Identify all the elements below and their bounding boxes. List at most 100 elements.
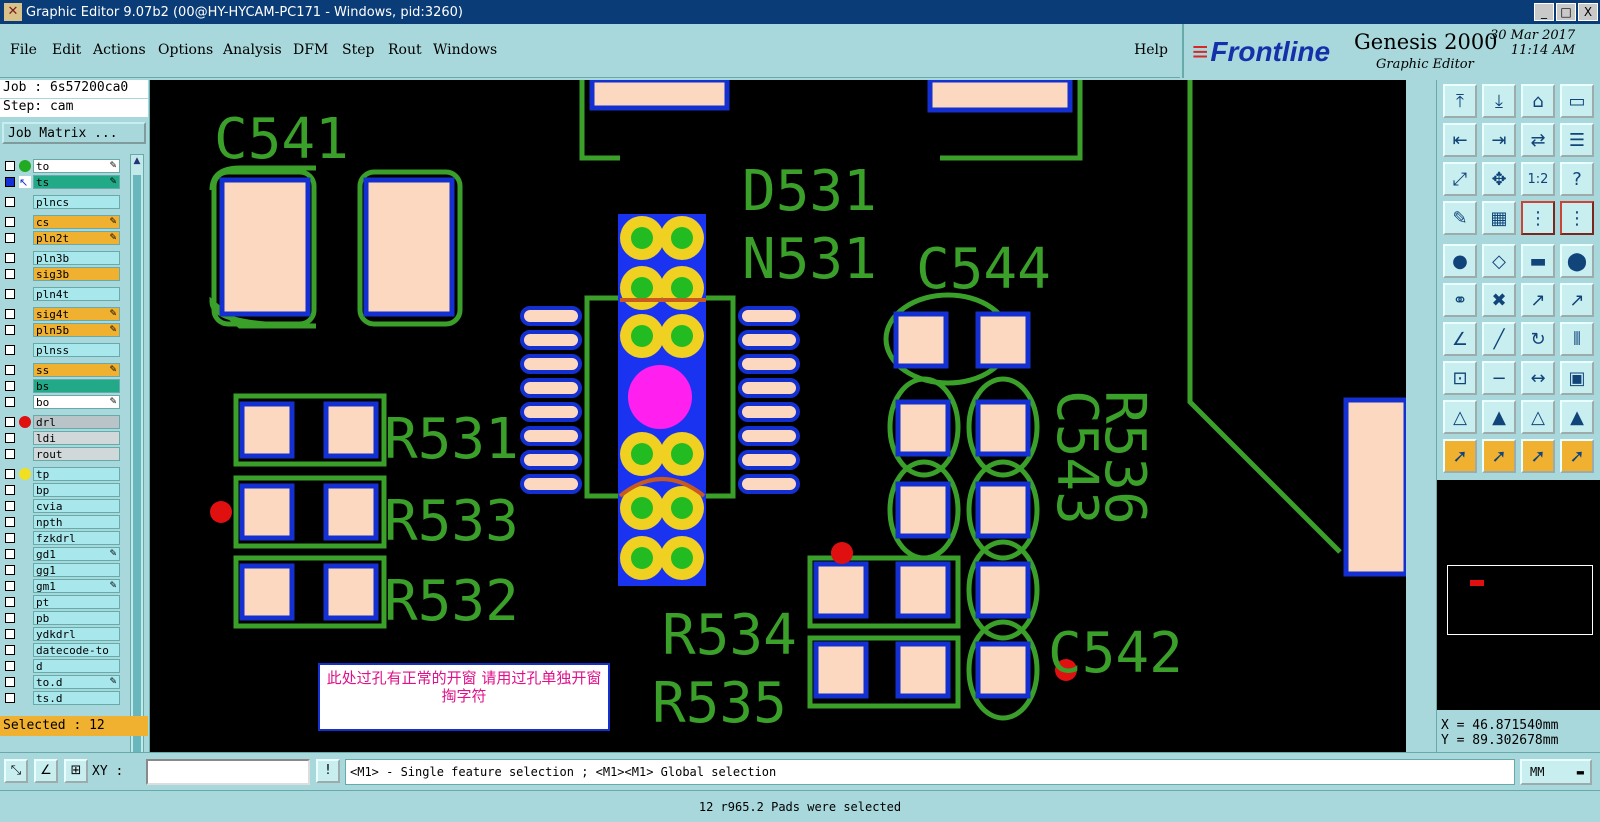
tool-line-icon[interactable]: ◇ xyxy=(1482,244,1516,278)
tool-cross-icon[interactable]: ✖ xyxy=(1482,283,1516,317)
tool-select-icon[interactable]: ➚ xyxy=(1443,439,1477,473)
layer-row[interactable]: d xyxy=(2,658,120,674)
tool-top-icon[interactable]: ⤒ xyxy=(1443,84,1477,118)
tool-grid-icon[interactable]: ▦ xyxy=(1482,201,1516,235)
tool-pan-icon[interactable]: ✥ xyxy=(1482,162,1516,196)
layer-row[interactable]: pt xyxy=(2,594,120,610)
tool-select2-icon[interactable]: ➚ xyxy=(1482,439,1516,473)
maximize-button[interactable]: □ xyxy=(1556,3,1576,21)
layer-row[interactable]: gg1 xyxy=(2,562,120,578)
tool-move-icon[interactable]: ↗ xyxy=(1521,283,1555,317)
menu-options[interactable]: Options xyxy=(158,42,214,58)
tool-span-icon[interactable]: ↔ xyxy=(1521,361,1555,395)
tool-tri1-icon[interactable]: △ xyxy=(1443,400,1477,434)
layer-row[interactable]: bp xyxy=(2,482,120,498)
menu-step[interactable]: Step xyxy=(342,42,375,58)
tool-angle-icon[interactable]: ∠ xyxy=(1443,322,1477,356)
layer-checkbox[interactable] xyxy=(5,289,15,299)
menu-edit[interactable]: Edit xyxy=(52,42,82,58)
tool-tri4-icon[interactable]: ▲ xyxy=(1560,400,1594,434)
layer-checkbox[interactable] xyxy=(5,365,15,375)
layer-checkbox[interactable] xyxy=(5,345,15,355)
layer-checkbox[interactable] xyxy=(5,233,15,243)
layer-row[interactable]: pln3b xyxy=(2,250,120,266)
tool-ruler-icon[interactable]: ▬ xyxy=(1521,244,1555,278)
layer-checkbox[interactable] xyxy=(5,417,15,427)
layer-row[interactable]: drl xyxy=(2,414,120,430)
tool-help-icon[interactable]: ? xyxy=(1560,162,1594,196)
menu-help[interactable]: Help xyxy=(1134,42,1168,58)
layer-scrollbar[interactable]: ▲ ▼ xyxy=(130,154,144,790)
layer-checkbox[interactable] xyxy=(5,613,15,623)
close-button[interactable]: X xyxy=(1578,3,1598,21)
tool-copy-icon[interactable]: ↗ xyxy=(1560,283,1594,317)
tool-rotate-icon[interactable]: ↻ xyxy=(1521,322,1555,356)
layer-row[interactable]: ss✎ xyxy=(2,362,120,378)
layer-row[interactable]: ldi xyxy=(2,430,120,446)
menu-actions[interactable]: Actions xyxy=(93,42,146,58)
layer-checkbox[interactable] xyxy=(5,433,15,443)
layer-row[interactable]: gm1✎ xyxy=(2,578,120,594)
menu-windows[interactable]: Windows xyxy=(433,42,498,58)
tool-connect-icon[interactable]: ⚭ xyxy=(1443,283,1477,317)
minimap[interactable] xyxy=(1447,565,1593,635)
tool-mirror-icon[interactable]: ⫴ xyxy=(1560,322,1594,356)
layer-row[interactable]: gd1✎ xyxy=(2,546,120,562)
layer-row[interactable]: ts.d xyxy=(2,690,120,706)
tool-bottom-icon[interactable]: ⤓ xyxy=(1482,84,1516,118)
layer-checkbox[interactable] xyxy=(5,677,15,687)
layer-checkbox[interactable] xyxy=(5,269,15,279)
layer-row[interactable]: pln2t✎ xyxy=(2,230,120,246)
layer-row[interactable]: bo✎ xyxy=(2,394,120,410)
layer-checkbox[interactable] xyxy=(5,449,15,459)
layer-checkbox[interactable] xyxy=(5,693,15,703)
title-bar[interactable]: ✕ Graphic Editor 9.07b2 (00@HY-HYCAM-PC1… xyxy=(0,0,1600,24)
xy-input[interactable] xyxy=(146,759,310,785)
scroll-up-icon[interactable]: ▲ xyxy=(133,156,141,166)
layer-row[interactable]: rout xyxy=(2,446,120,462)
tool-group-icon[interactable]: ▣ xyxy=(1560,361,1594,395)
layer-row[interactable]: npth xyxy=(2,514,120,530)
layer-row[interactable]: pln4t xyxy=(2,286,120,302)
layer-checkbox[interactable] xyxy=(5,597,15,607)
tool-select4-icon[interactable]: ➚ xyxy=(1560,439,1594,473)
tool-tri2-icon[interactable]: ▲ xyxy=(1482,400,1516,434)
layer-checkbox[interactable] xyxy=(5,253,15,263)
tool-net2-icon[interactable]: ⋮ xyxy=(1560,201,1594,235)
layer-checkbox[interactable] xyxy=(5,217,15,227)
menu-analysis[interactable]: Analysis xyxy=(223,42,282,58)
graphic-canvas[interactable]: C541 D531 N531 C544 R531 R533 R532 R534 … xyxy=(150,80,1406,752)
layer-row[interactable]: ydkdrl xyxy=(2,626,120,642)
tool-right-icon[interactable]: ⇥ xyxy=(1482,123,1516,157)
layer-checkbox[interactable] xyxy=(5,565,15,575)
tool-snap-icon[interactable]: ⊡ xyxy=(1443,361,1477,395)
tool-pad-icon[interactable]: ● xyxy=(1443,244,1477,278)
tool-left-icon[interactable]: ⇤ xyxy=(1443,123,1477,157)
scroll-thumb[interactable] xyxy=(133,175,141,775)
layer-row[interactable]: sig3b xyxy=(2,266,120,282)
layer-checkbox[interactable] xyxy=(5,517,15,527)
layer-checkbox[interactable] xyxy=(5,533,15,543)
tool-dot-icon[interactable]: ⬤ xyxy=(1560,244,1594,278)
layer-row[interactable]: plncs xyxy=(2,194,120,210)
layer-row[interactable]: pb xyxy=(2,610,120,626)
layer-row[interactable]: plnss xyxy=(2,342,120,358)
tool-frame-icon[interactable]: ▭ xyxy=(1560,84,1594,118)
tool-tri3-icon[interactable]: △ xyxy=(1521,400,1555,434)
layer-checkbox[interactable] xyxy=(5,161,15,171)
layer-row[interactable]: cvia xyxy=(2,498,120,514)
layer-row[interactable]: bs xyxy=(2,378,120,394)
layer-row[interactable]: to✎ xyxy=(2,158,120,174)
pads[interactable] xyxy=(219,80,1406,699)
layer-row[interactable]: datecode-to xyxy=(2,642,120,658)
layer-checkbox[interactable] xyxy=(5,661,15,671)
layer-row[interactable]: to.d✎ xyxy=(2,674,120,690)
measure-icon[interactable]: ⤡ xyxy=(4,759,28,783)
tool-slash-icon[interactable]: ╱ xyxy=(1482,322,1516,356)
menu-dfm[interactable]: DFM xyxy=(293,42,329,58)
layer-checkbox[interactable] xyxy=(5,309,15,319)
tool-net-icon[interactable]: ⋮ xyxy=(1521,201,1555,235)
layer-checkbox[interactable] xyxy=(5,177,15,187)
menu-rout[interactable]: Rout xyxy=(388,42,422,58)
menu-file[interactable]: File xyxy=(10,42,37,58)
